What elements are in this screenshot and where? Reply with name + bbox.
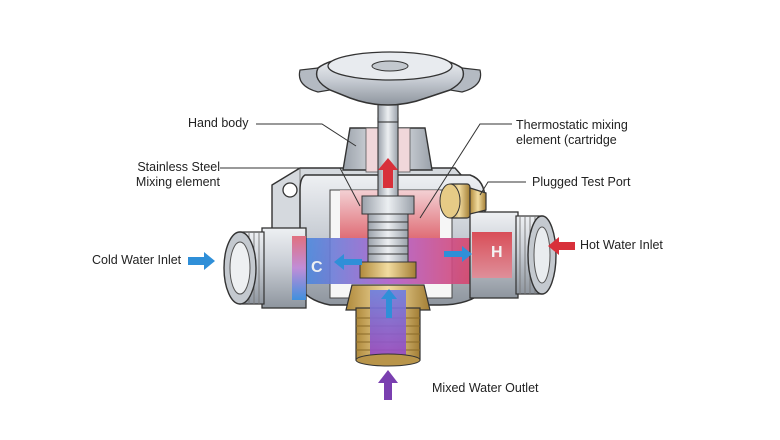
handwheel (298, 51, 482, 123)
arrow-left-icon (548, 237, 575, 255)
internal-flow-arrow-up (381, 289, 397, 318)
label-thermostatic: Thermostatic mixing element (cartridge (516, 118, 628, 148)
label-thermostatic-line1: Thermostatic mixing (516, 118, 628, 132)
internal-flow-arrow-left (334, 254, 362, 270)
label-test-port: Plugged Test Port (532, 175, 631, 189)
label-stainless-line2: Mixing element (135, 175, 220, 189)
cold-marker-letter: C (311, 259, 323, 276)
plugged-test-port (439, 183, 487, 219)
label-mixed-outlet: Mixed Water Outlet (432, 381, 539, 395)
cold-inlet-pipe (223, 227, 307, 309)
label-hand-body: Hand body (188, 116, 249, 130)
label-cold-inlet: Cold Water Inlet (92, 253, 182, 267)
mixed-outlet-pipe (345, 284, 431, 367)
internal-flow-arrow-right (444, 246, 472, 262)
leader-lines (220, 123, 526, 219)
internal-flow-arrow-up-stem (378, 158, 398, 188)
hot-marker-letter: H (491, 244, 503, 261)
arrow-right-icon (188, 252, 215, 270)
label-stainless-line1: Stainless Steel (137, 160, 220, 174)
label-thermostatic-line2: element (cartridge (516, 133, 617, 147)
label-hot-inlet: Hot Water Inlet (580, 238, 663, 252)
flow-arrows (188, 158, 575, 400)
label-stainless-steel: Stainless Steel Mixing element (110, 160, 220, 190)
hot-inlet-pipe (469, 211, 557, 299)
arrow-up-icon (378, 370, 398, 400)
